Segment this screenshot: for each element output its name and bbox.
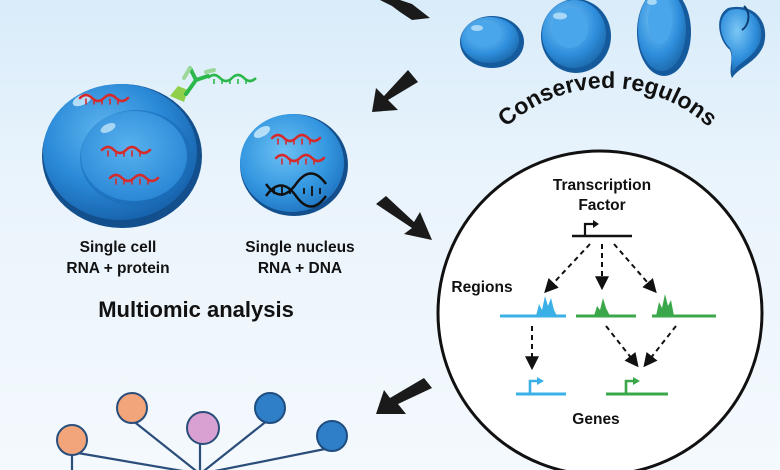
single-nucleus-label: Single nucleus: [245, 239, 354, 256]
network-node: [56, 424, 88, 456]
rna-strand-icon: [78, 93, 160, 185]
tf-gene-icon: [572, 220, 632, 238]
arrow-to-regulons-icon: [376, 196, 432, 240]
single-nucleus-illustration: [240, 114, 348, 216]
tf-edges: [544, 243, 657, 294]
region-green-2: [652, 294, 716, 318]
network-node: [254, 392, 286, 424]
single-cell-illustration: [42, 66, 257, 228]
tailed-cell-shape: [719, 5, 766, 78]
region-edges: [525, 325, 677, 371]
regions-label: Regions: [451, 279, 512, 296]
transcription-factor-sublabel: Factor: [578, 197, 625, 214]
region-blue: [500, 296, 566, 318]
network-node: [316, 420, 348, 452]
network-node: [186, 411, 220, 445]
single-cell-sublabel: RNA + protein: [66, 260, 169, 277]
elongated-cell-shape: [637, 0, 691, 76]
gene-blue-icon: [516, 377, 566, 396]
gene-green-icon: [606, 377, 668, 396]
regulon-panel: Conserved regulons Transcription Factor …: [436, 67, 764, 470]
round-cell-shape-1: [460, 16, 524, 68]
rna-strand-icon: [270, 133, 326, 165]
arrow-to-cells-icon: [372, 70, 418, 112]
dna-helix-icon: [265, 172, 327, 208]
transcription-factor-label: Transcription: [553, 177, 651, 194]
network-node: [116, 392, 148, 424]
arrow-top-icon: [380, 0, 430, 20]
flow-arrows: [372, 0, 432, 414]
regulon-title: Conserved regulons: [493, 67, 723, 131]
cell-morphology-row: [460, 0, 766, 78]
single-nucleus-sublabel: RNA + DNA: [258, 260, 342, 277]
round-cell-shape-2: [541, 0, 611, 73]
multiomic-title: Multiomic analysis: [98, 297, 294, 322]
network-tree: [56, 392, 348, 470]
region-green-1: [576, 298, 636, 318]
antibody-icon: [170, 66, 257, 102]
single-cell-label: Single cell: [80, 239, 157, 256]
arrow-to-network-icon: [376, 378, 432, 414]
genes-label: Genes: [572, 411, 619, 428]
